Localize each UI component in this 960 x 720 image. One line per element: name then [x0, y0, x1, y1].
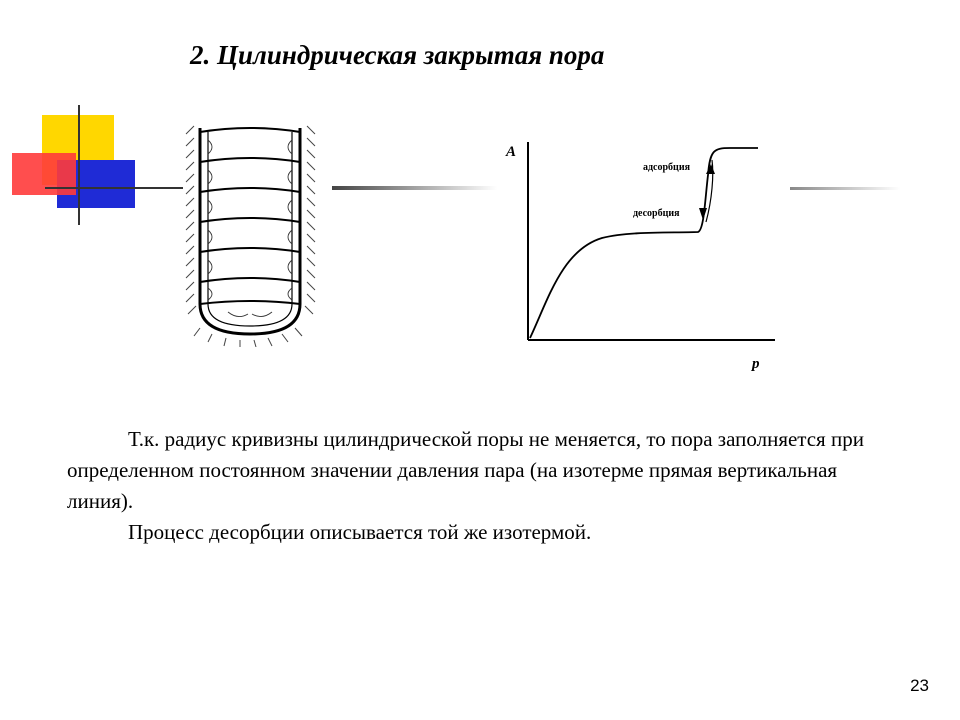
meniscus-side-curves — [207, 139, 293, 317]
slide-body: Т.к. радиус кривизны цилиндрической поры… — [67, 424, 897, 548]
page-number: 23 — [910, 676, 929, 695]
body-paragraph-2: Процесс десорбции описывается той же изо… — [128, 520, 592, 544]
meniscus-lines — [199, 127, 301, 305]
slide-title: 2. Цилиндрическая закрытая пора — [190, 40, 605, 70]
y-axis-label: A — [505, 144, 516, 160]
desorption-arrow-head — [699, 208, 707, 220]
pore-inner-wall — [207, 132, 293, 327]
adsorption-arrow-head — [706, 164, 715, 174]
pore-wall — [198, 128, 302, 336]
deco-rule-right — [790, 187, 900, 190]
adsorption-label: адсорбция — [643, 162, 691, 173]
x-axis-label: p — [750, 356, 760, 372]
isotherm-graph: A p адсорбция десорбция — [505, 142, 775, 372]
desorption-label: десорбция — [633, 208, 680, 219]
cylindrical-pore-diagram — [185, 125, 316, 347]
hysteresis-loop — [705, 159, 714, 223]
decorative-header-graphic — [12, 105, 900, 225]
pore-hatching — [185, 125, 316, 347]
isotherm-curve — [529, 147, 758, 339]
deco-rule-middle — [332, 186, 497, 190]
body-paragraph-1: Т.к. радиус кривизны цилиндрической поры… — [67, 427, 864, 513]
